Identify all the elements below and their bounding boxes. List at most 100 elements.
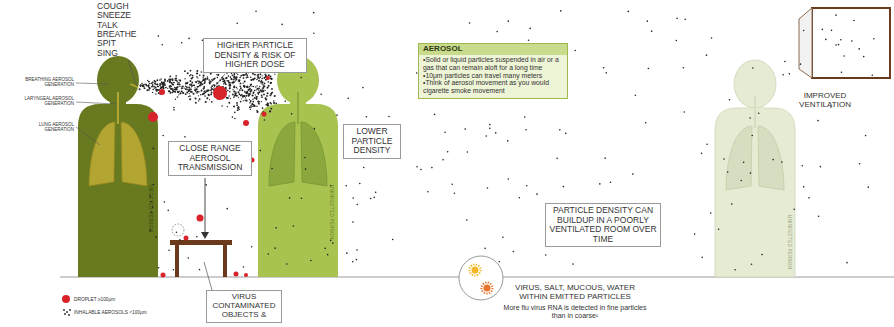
aerosol-particle xyxy=(245,97,246,98)
action-list: COUGH SNEEZE TALK BREATHE SPIT SING xyxy=(97,2,143,58)
aerosol-particle xyxy=(524,116,526,118)
aerosol-particle xyxy=(209,82,210,83)
droplet xyxy=(262,112,267,117)
aerosol-particle xyxy=(198,95,199,96)
aerosol-particle xyxy=(218,85,220,87)
aerosol-particle xyxy=(211,85,213,87)
aerosol-particle xyxy=(155,236,157,238)
aerosol-particle xyxy=(256,98,257,99)
aerosol-particle xyxy=(190,80,192,82)
aerosol-particle xyxy=(793,208,795,210)
aerosol-particle xyxy=(240,95,242,97)
aerosol-particle xyxy=(195,81,197,83)
aerosol-particle xyxy=(186,88,187,89)
aerosol-particle xyxy=(167,88,168,89)
aerosol-particle xyxy=(175,91,176,92)
aerosol-particle xyxy=(232,82,234,84)
aerosol-particle xyxy=(197,91,198,92)
aerosol-particle xyxy=(175,78,177,80)
aerosol-particle xyxy=(203,79,205,81)
aerosol-particle xyxy=(148,86,149,87)
aerosol-particle xyxy=(683,67,685,69)
aerosol-particle xyxy=(228,75,230,77)
aerosol-particle xyxy=(269,110,271,112)
aerosol-particle xyxy=(271,78,273,80)
aerosol-particle xyxy=(253,86,255,88)
aerosol-particle xyxy=(249,93,251,95)
aerosol-particle xyxy=(196,72,198,74)
aerosol-particle xyxy=(859,163,861,165)
aerosol-particle xyxy=(240,83,242,85)
aerosol-particle xyxy=(188,89,189,90)
aerosol-particle xyxy=(259,86,260,87)
aerosol-particle xyxy=(255,94,256,95)
callout-box: PARTICLE DENSITY CAN BUILDUP IN A POORLY… xyxy=(545,203,661,247)
aerosol-particle xyxy=(143,87,145,89)
legend-dot xyxy=(66,311,68,313)
aerosol-particle xyxy=(233,97,235,99)
aerosol-particle xyxy=(232,94,234,96)
aerosol-particle xyxy=(186,86,187,87)
table-leg xyxy=(223,245,227,277)
aerosol-particle xyxy=(204,81,206,83)
aerosol-particle xyxy=(230,76,232,78)
aerosol-particle xyxy=(159,83,161,85)
aerosol-particle xyxy=(211,88,213,90)
legend-entry: INHALABLE AEROSOLS <100μm xyxy=(62,308,147,316)
particle-cloud xyxy=(139,10,875,270)
aerosol-particle xyxy=(431,167,433,169)
aerosol-particle xyxy=(175,88,177,90)
aerosol-particle xyxy=(238,91,240,93)
aerosol-particle xyxy=(257,76,258,77)
aerosol-particle xyxy=(803,186,805,188)
aerosol-particle xyxy=(200,84,202,86)
aerosol-particle xyxy=(427,191,429,193)
aerosol-particle xyxy=(761,254,763,256)
aerosol-particle xyxy=(212,78,214,80)
aerosol-particle xyxy=(447,151,449,153)
aerosol-particle xyxy=(158,86,159,87)
aerosol-particle xyxy=(442,159,444,161)
aerosol-particle xyxy=(229,86,230,87)
aerosol-particle xyxy=(154,81,156,83)
aerosol-particle xyxy=(186,82,188,84)
aerosol-particle xyxy=(211,101,213,103)
aerosol-particle xyxy=(261,96,263,98)
aerosol-particle xyxy=(154,88,155,89)
aerosol-particle xyxy=(229,85,231,87)
aerosol-particle xyxy=(247,86,249,88)
callout-box: VIRUS CONTAMINATED OBJECTS & xyxy=(206,290,282,323)
aerosol-particle xyxy=(301,197,303,199)
aerosol-particle xyxy=(454,192,456,194)
legend-swatch xyxy=(62,295,70,303)
aerosol-particle xyxy=(825,39,827,41)
aerosol-particle xyxy=(237,109,239,111)
aerosol-particle xyxy=(565,133,567,135)
aerosol-particle xyxy=(313,12,315,14)
aerosol-particle xyxy=(255,98,256,99)
aerosol-particle xyxy=(141,83,142,84)
aerosol-particle xyxy=(865,135,867,137)
aerosol-particle xyxy=(271,93,272,94)
aerosol-particle xyxy=(181,90,182,91)
aerosol-particle xyxy=(169,76,171,78)
aerosol-particle xyxy=(357,204,359,206)
trachea-line xyxy=(297,92,299,124)
aerosol-particle xyxy=(171,91,173,93)
aerosol-particle xyxy=(789,73,791,75)
aerosol-particle xyxy=(243,74,245,76)
aerosol-particle xyxy=(205,101,207,103)
aerosol-particle xyxy=(261,75,262,76)
aerosol-particle xyxy=(261,80,262,81)
aerosol-particle xyxy=(184,70,186,72)
aerosol-particle xyxy=(250,85,251,86)
aerosol-particle xyxy=(176,231,178,233)
leader-arrowhead xyxy=(201,232,209,239)
aerosol-particle xyxy=(172,88,173,89)
aerosol-particle xyxy=(529,28,531,30)
aerosol-particle xyxy=(284,100,286,102)
aerosol-particle xyxy=(221,105,223,107)
callout-text: VIRUS CONTAMINATED OBJECTS & xyxy=(210,293,278,320)
aerosol-particle xyxy=(232,94,234,96)
aerosol-particle xyxy=(224,80,226,82)
